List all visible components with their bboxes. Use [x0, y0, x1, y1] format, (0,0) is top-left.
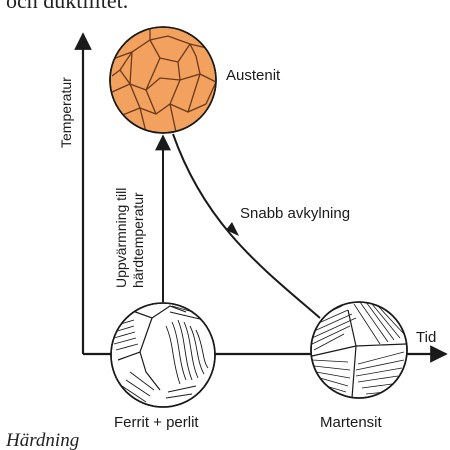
cooling-curve [173, 134, 320, 318]
martensite-label: Martensit [320, 414, 383, 431]
martensite-structure [311, 302, 407, 398]
time-axis-label: Tid [416, 329, 436, 346]
cooling-label: Snabb avkylning [240, 205, 350, 222]
heating-label-line2: härdtemperatur [130, 192, 146, 288]
cooling-arrowhead [226, 222, 239, 236]
ferrite-pearlite-label: Ferrit + perlit [114, 414, 199, 431]
austenite-structure [110, 27, 216, 133]
temperature-axis-label: Temperatur [58, 77, 74, 148]
heating-label-line1: Uppvärmning till [113, 188, 129, 288]
ferrite-pearlite-structure [111, 303, 215, 407]
figure-caption: Härdning [5, 430, 79, 450]
top-text: och duktilitet. [6, 0, 128, 13]
austenite-label: Austenit [226, 67, 281, 84]
